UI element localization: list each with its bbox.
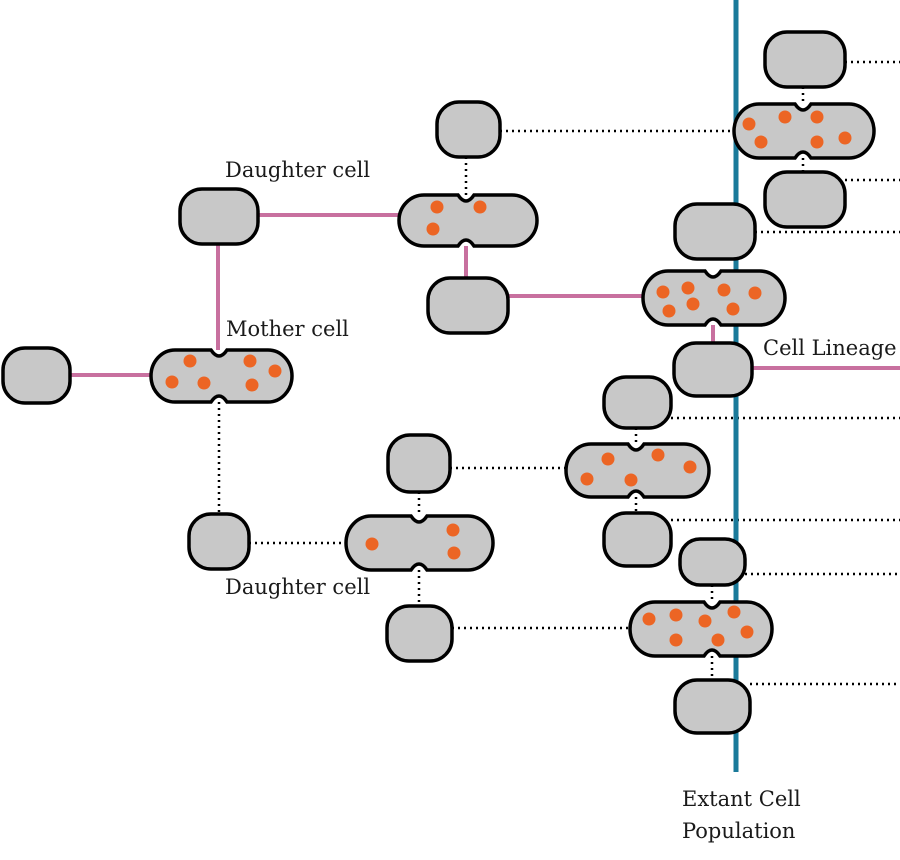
marker-dots bbox=[165, 110, 852, 647]
cell bbox=[1, 346, 72, 405]
marker-dot bbox=[601, 452, 615, 466]
cell bbox=[602, 511, 673, 568]
daughter-cell-label-bottom: Daughter cell bbox=[225, 575, 370, 599]
marker-dot bbox=[711, 633, 725, 647]
cell-lineage-label: Cell Lineage bbox=[763, 336, 897, 360]
marker-dot bbox=[446, 523, 460, 537]
marker-dot bbox=[754, 135, 768, 149]
extant-cell-label: Extant Cell bbox=[682, 787, 801, 811]
mother-cell bbox=[641, 269, 787, 327]
mother-cell bbox=[732, 102, 876, 160]
marker-dot bbox=[365, 537, 379, 551]
marker-dot bbox=[683, 460, 697, 474]
mother-cell bbox=[397, 193, 539, 248]
cell bbox=[763, 170, 847, 229]
marker-dot bbox=[651, 448, 665, 462]
cell bbox=[673, 678, 752, 735]
marker-dot bbox=[681, 281, 695, 295]
population-label: Population bbox=[682, 819, 795, 843]
marker-dot bbox=[717, 283, 731, 297]
marker-dot bbox=[698, 614, 712, 628]
marker-dot bbox=[669, 608, 683, 622]
marker-dot bbox=[727, 605, 741, 619]
cell bbox=[435, 100, 502, 159]
marker-dot bbox=[183, 354, 197, 368]
daughter-cells bbox=[1, 30, 847, 735]
cell bbox=[672, 341, 754, 398]
cell bbox=[386, 433, 452, 494]
marker-dot bbox=[662, 304, 676, 318]
cell bbox=[426, 276, 510, 335]
marker-dot bbox=[580, 472, 594, 486]
cell bbox=[178, 187, 260, 246]
marker-dot bbox=[642, 612, 656, 626]
marker-dot bbox=[245, 378, 259, 392]
marker-dot bbox=[810, 135, 824, 149]
marker-dot bbox=[656, 285, 670, 299]
cell bbox=[187, 512, 251, 571]
marker-dot bbox=[197, 376, 211, 390]
non-lineage-connectors bbox=[217, 60, 900, 686]
marker-dot bbox=[742, 117, 756, 131]
cell bbox=[385, 604, 454, 663]
marker-dot bbox=[268, 364, 282, 378]
daughter-cell-label-top: Daughter cell bbox=[225, 158, 370, 182]
marker-dot bbox=[426, 222, 440, 236]
mother-cell-label: Mother cell bbox=[226, 317, 349, 341]
marker-dot bbox=[778, 110, 792, 124]
marker-dot bbox=[726, 302, 740, 316]
cell bbox=[763, 30, 847, 89]
marker-dot bbox=[165, 375, 179, 389]
marker-dot bbox=[624, 473, 638, 487]
marker-dot bbox=[430, 200, 444, 214]
lineage-connectors bbox=[70, 213, 900, 377]
marker-dot bbox=[740, 625, 754, 639]
cell bbox=[673, 202, 757, 261]
labels: Daughter cell Mother cell Daughter cell … bbox=[225, 158, 897, 843]
marker-dot bbox=[810, 110, 824, 124]
marker-dot bbox=[473, 200, 487, 214]
cell bbox=[678, 537, 747, 587]
marker-dot bbox=[838, 131, 852, 145]
marker-dot bbox=[669, 633, 683, 647]
cell bbox=[602, 375, 673, 430]
marker-dot bbox=[243, 354, 257, 368]
marker-dot bbox=[748, 286, 762, 300]
marker-dot bbox=[686, 297, 700, 311]
marker-dot bbox=[447, 546, 461, 560]
